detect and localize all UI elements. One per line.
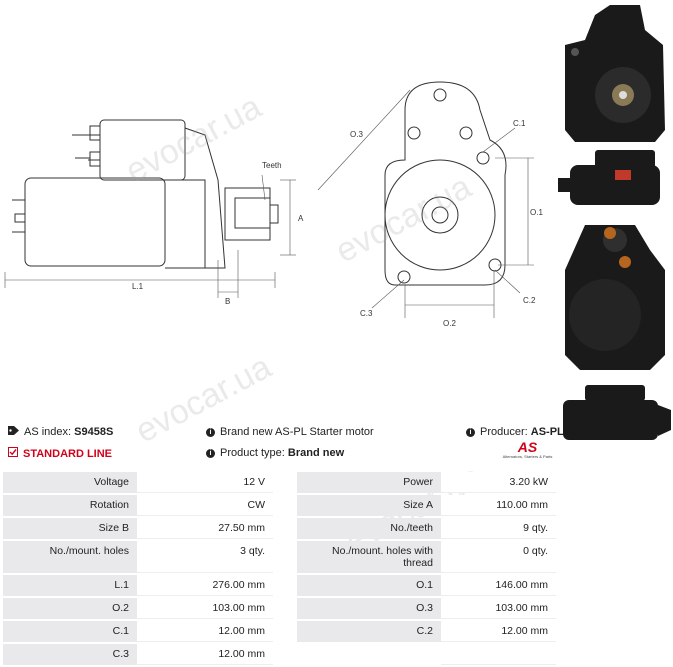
teeth-label: Teeth [262, 161, 282, 170]
dim-l1-label: L.1 [132, 282, 144, 291]
spec-label: O.1 [297, 575, 441, 596]
hole-c1 [476, 151, 490, 165]
dim-a-label: A [298, 214, 304, 223]
dim-o3-label: O.3 [350, 130, 363, 139]
info-icon: i [206, 449, 215, 458]
spec-value: 146.00 mm [441, 575, 556, 596]
spec-value: 12.00 mm [137, 644, 273, 665]
product-type: i Product type: Brand new [206, 447, 344, 459]
photo-side-view [558, 150, 660, 205]
spec-label [297, 644, 441, 665]
spec-label: No./teeth [297, 518, 441, 539]
spec-label: Rotation [3, 495, 137, 516]
technical-drawing: Teeth A B L.1 O.3 C.1 O.1 C.2 C.3 O.2 [4, 81, 543, 328]
spec-value: 110.00 mm [441, 495, 556, 516]
spec-value: 9 qty. [441, 518, 556, 539]
producer-value: AS-PL [530, 426, 564, 438]
logo-subtitle: Alternators, Starters & Parts [502, 454, 553, 459]
standard-line-text: STANDARD LINE [23, 448, 113, 460]
spec-label: L.1 [3, 575, 137, 596]
spec-value: CW [137, 495, 273, 516]
as-index-label: AS index: [24, 426, 72, 438]
spec-value: 0 qty. [441, 541, 556, 573]
spec-value: 103.00 mm [441, 598, 556, 619]
motor-body [24, 177, 166, 267]
spec-label: Power [297, 472, 441, 493]
tag-icon [8, 426, 19, 438]
brand-line: i Brand new AS-PL Starter motor [206, 426, 374, 438]
dim-b-label: B [225, 297, 230, 306]
spec-label: O.2 [3, 598, 137, 619]
table-row: O.2 103.00 mm O.3 103.00 mm [3, 598, 556, 619]
info-icon: i [206, 428, 215, 437]
spec-value [441, 644, 556, 665]
logo-text: AS [517, 439, 538, 455]
as-index: AS index: S9458S [8, 426, 113, 438]
producer-label: Producer: [480, 426, 528, 438]
producer: i Producer: AS-PL [466, 426, 564, 438]
as-index-value: S9458S [74, 426, 114, 438]
standard-line: STANDARD LINE [8, 447, 112, 460]
table-row: Rotation CW Size A 110.00 mm [3, 495, 556, 516]
spec-label: C.1 [3, 621, 137, 642]
as-logo: AS Alternators, Starters & Parts [500, 440, 555, 459]
photo-top-view [563, 385, 671, 440]
table-row: Voltage 12 V Power 3.20 kW [3, 472, 556, 493]
spec-value: 103.00 mm [137, 598, 273, 619]
spec-label: Size A [297, 495, 441, 516]
spec-label: Voltage [3, 472, 137, 493]
flange-circle [384, 159, 496, 271]
spec-label: No./mount. holes [3, 541, 137, 573]
photo-front-view [565, 5, 665, 142]
product-photos [558, 5, 671, 440]
spec-label: C.3 [3, 644, 137, 665]
spec-value: 3.20 kW [441, 472, 556, 493]
hole-c3 [397, 270, 411, 284]
spec-label: No./mount. holes with thread [297, 541, 441, 573]
dim-o1-label: O.1 [530, 208, 543, 217]
spec-value: 12.00 mm [441, 621, 556, 642]
spec-label: C.2 [297, 621, 441, 642]
dim-c1-label: C.1 [513, 119, 526, 128]
table-row: C.1 12.00 mm C.2 12.00 mm [3, 621, 556, 642]
dim-c2-label: C.2 [523, 296, 536, 305]
spec-value: 27.50 mm [137, 518, 273, 539]
spec-label: O.3 [297, 598, 441, 619]
table-row: Size B 27.50 mm No./teeth 9 qty. [3, 518, 556, 539]
spec-value: 276.00 mm [137, 575, 273, 596]
table-row: No./mount. holes 3 qty. No./mount. holes… [3, 541, 556, 573]
spec-value: 12.00 mm [137, 621, 273, 642]
spec-table: Voltage 12 V Power 3.20 kW Rotation CW S… [3, 470, 556, 667]
spec-value: 12 V [137, 472, 273, 493]
checkbox-icon [8, 447, 18, 460]
dim-o2-label: O.2 [443, 319, 456, 328]
spec-value: 3 qty. [137, 541, 273, 573]
table-row: C.3 12.00 mm [3, 644, 556, 665]
product-type-label: Product type: [220, 447, 285, 459]
brand-text: Brand new AS-PL Starter motor [220, 426, 374, 438]
info-icon: i [466, 428, 475, 437]
spec-label: Size B [3, 518, 137, 539]
photo-rear-view [565, 225, 665, 370]
dim-c3-label: C.3 [360, 309, 373, 318]
table-row: L.1 276.00 mm O.1 146.00 mm [3, 575, 556, 596]
flange-outline [384, 81, 507, 286]
product-type-value: Brand new [287, 447, 345, 459]
solenoid [99, 119, 186, 181]
